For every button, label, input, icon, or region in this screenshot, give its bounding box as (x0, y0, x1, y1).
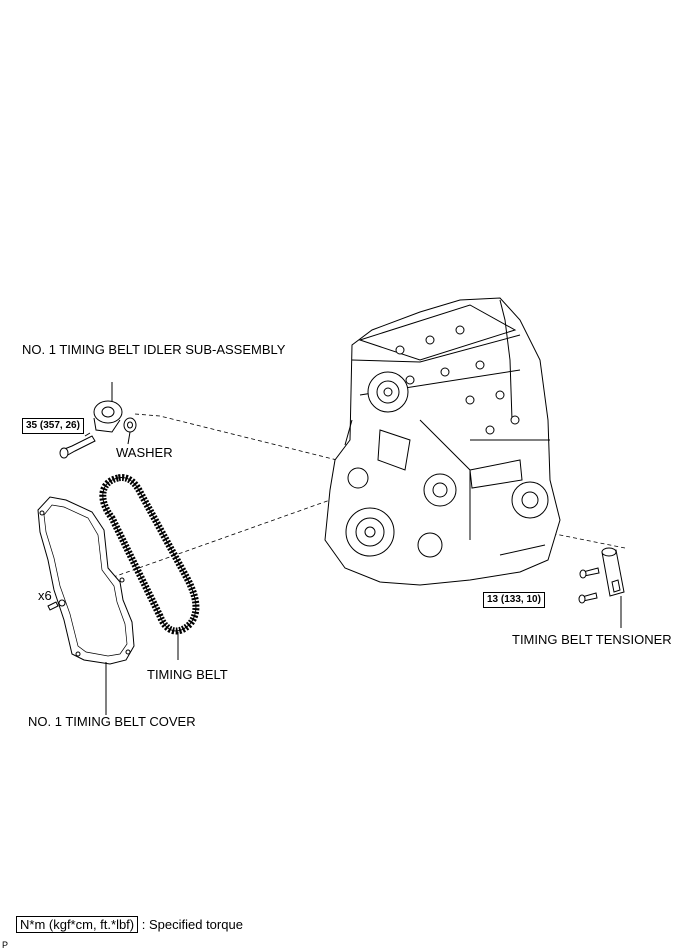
washer (123, 417, 137, 445)
timing-belt-label: TIMING BELT (147, 667, 228, 682)
timing-belt-cover (37, 496, 135, 715)
legend: N*m (kgf*cm, ft.*lbf) : Specified torque (16, 916, 243, 933)
idler-pulley (93, 382, 123, 433)
x6-label: x6 (38, 588, 52, 603)
corner-mark: P (2, 940, 9, 950)
washer-label: WASHER (116, 445, 173, 460)
engine-assembly (324, 297, 561, 586)
legend-text: : Specified torque (141, 917, 243, 932)
tensioner-bolt-torque: 13 (133, 10) (483, 592, 545, 608)
timing-belt-tensioner (601, 547, 625, 628)
idler-label: NO. 1 TIMING BELT IDLER SUB-ASSEMBLY (22, 342, 286, 357)
idler-bolt (59, 432, 96, 459)
legend-unit-box: N*m (kgf*cm, ft.*lbf) (16, 916, 139, 933)
idler-bolt-torque: 35 (357, 26) (22, 418, 84, 434)
cover-bolt (47, 599, 66, 611)
cover-label: NO. 1 TIMING BELT COVER (28, 714, 196, 729)
tensioner-label: TIMING BELT TENSIONER (512, 632, 672, 647)
timing-belt (99, 474, 200, 660)
tensioner-bolts (578, 567, 600, 604)
